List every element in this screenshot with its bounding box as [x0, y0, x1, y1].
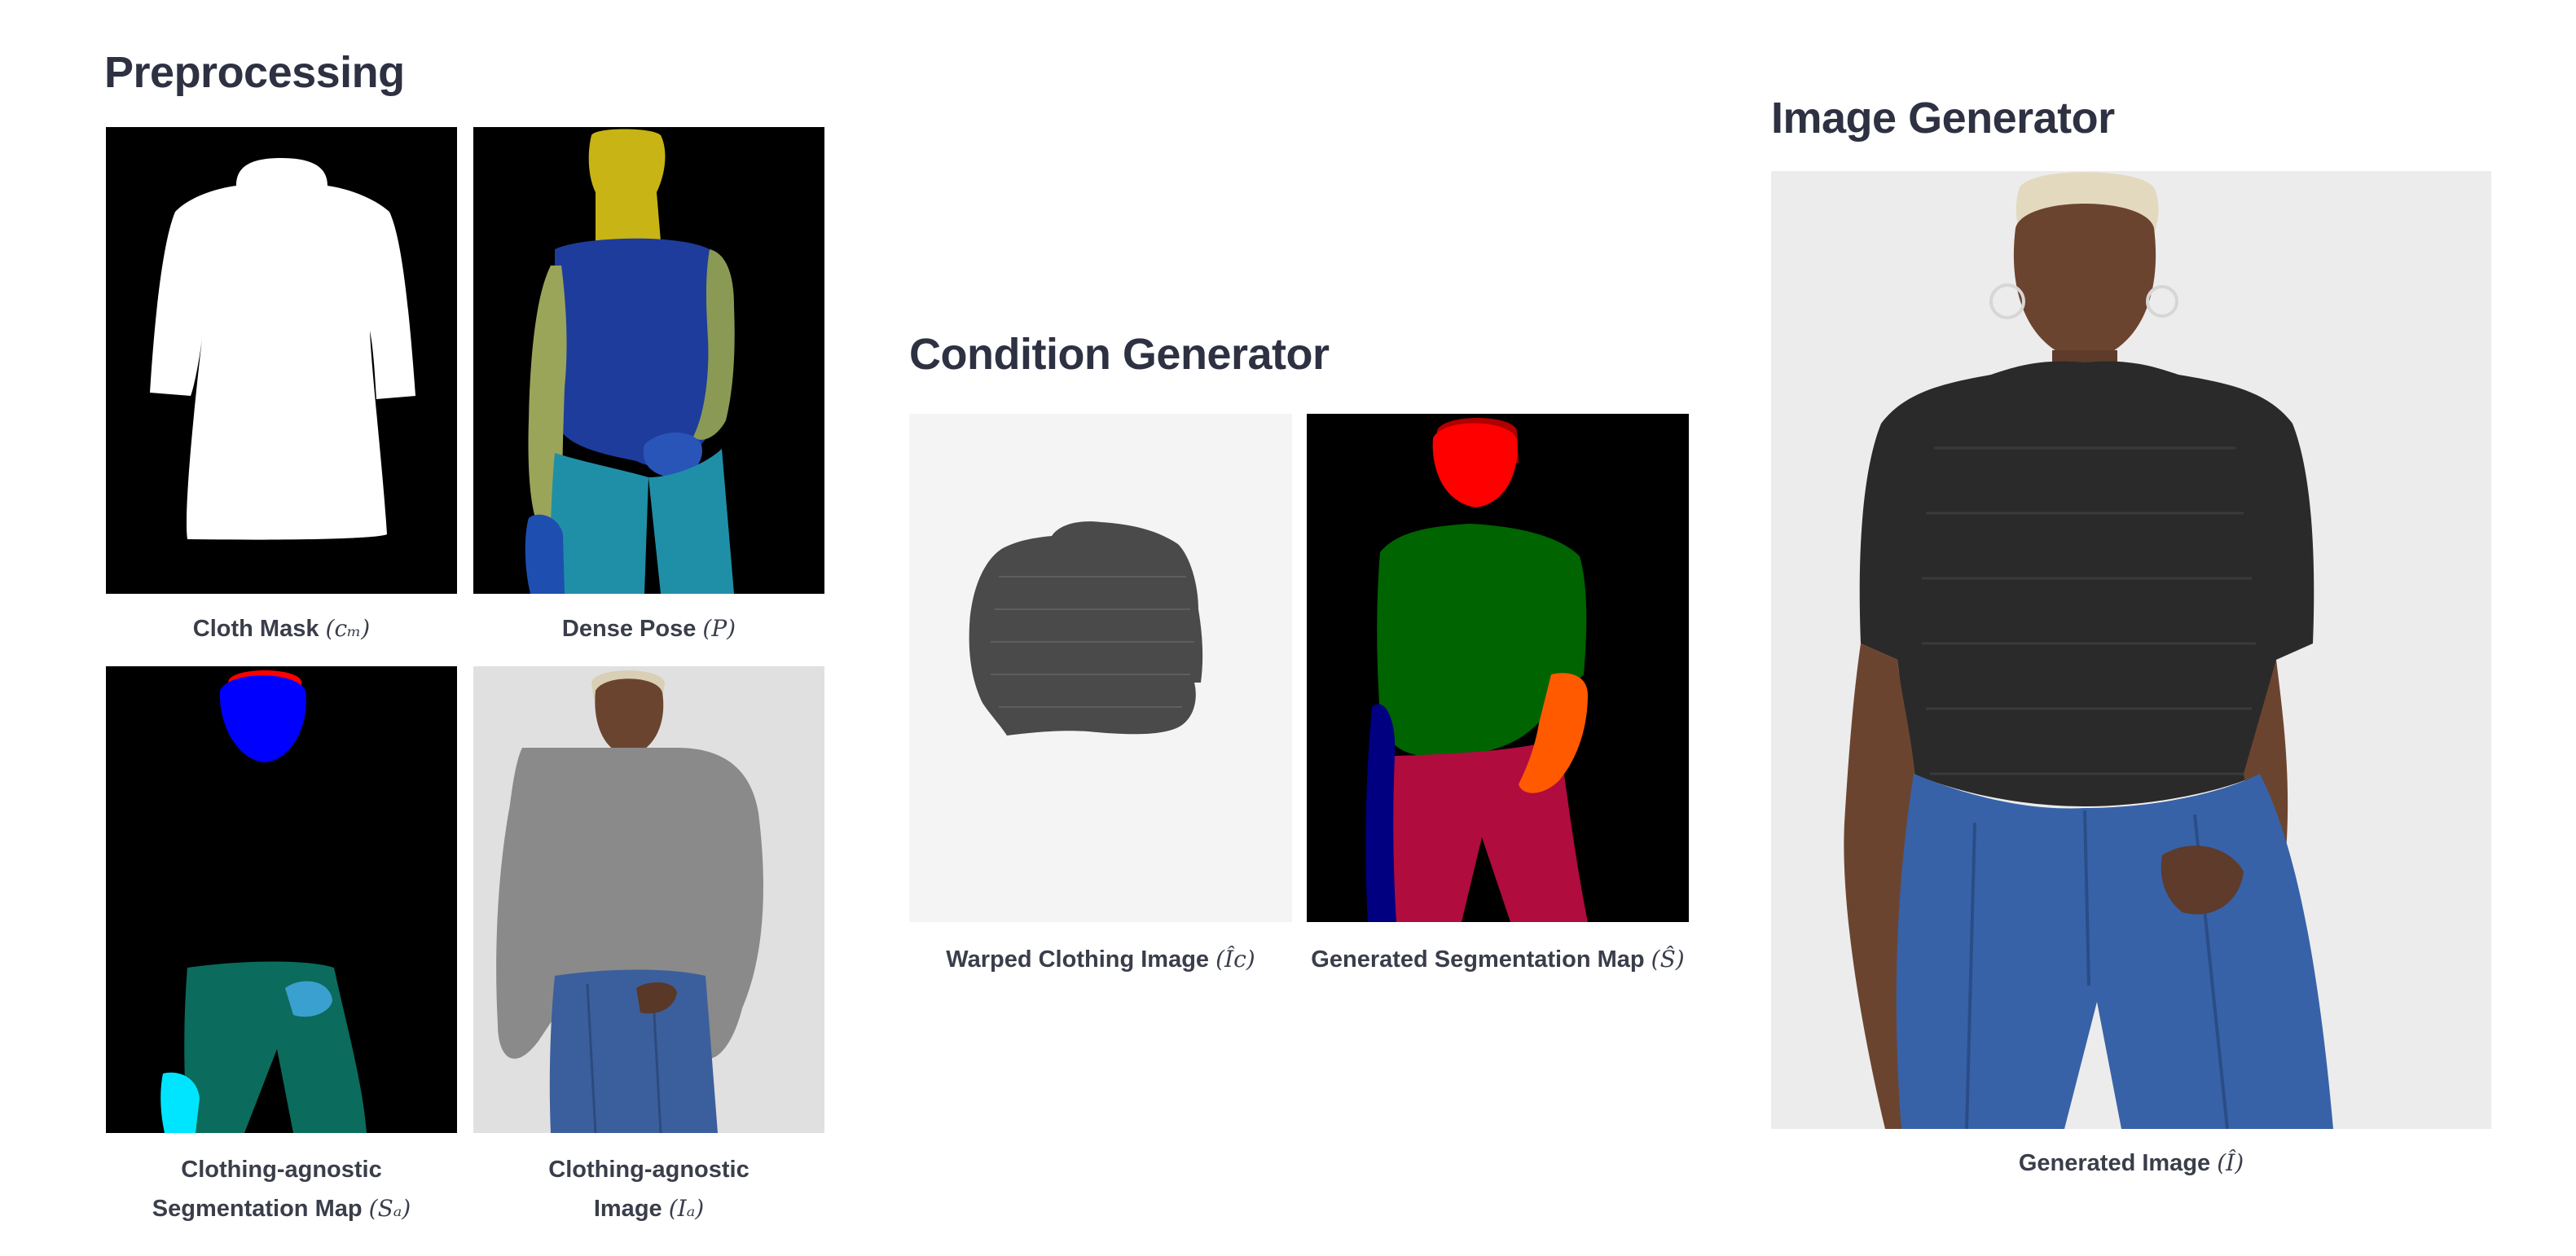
dense-pose-head [588, 129, 666, 241]
agnostic-segmentation-image [106, 666, 457, 1133]
gen-seg-torso [1377, 524, 1587, 756]
agnostic-image-hand [636, 982, 677, 1014]
generated-image-earring-left [1989, 283, 2025, 319]
agnostic-image-jeans [549, 969, 718, 1133]
dense-pose-right-arm [693, 249, 735, 440]
dense-pose-left-hand [525, 514, 565, 594]
generated-image-hand [2161, 845, 2244, 915]
agnostic-seg-left-hand [160, 1072, 200, 1133]
generated-segmentation-image [1307, 414, 1689, 922]
gen-seg-right-arm [1519, 673, 1588, 793]
agnostic-segmentation-caption: Clothing-agnostic Segmentation Map (Sₐ) [152, 1157, 411, 1222]
generated-image-sweater-texture [1922, 446, 2256, 775]
warped-clothing-image [909, 414, 1292, 922]
agnostic-seg-hand [285, 981, 332, 1017]
dense-pose-image [473, 127, 824, 594]
agnostic-image-caption: Clothing-agnostic Image (Iₐ) [548, 1157, 750, 1222]
generated-image-sweater [1859, 361, 2314, 807]
condition-generator-title: Condition Generator [909, 330, 1330, 379]
gen-seg-left-arm [1365, 704, 1398, 922]
agnostic-image [473, 666, 824, 1133]
dense-pose-torso [555, 238, 718, 467]
warped-cloth-shape [969, 521, 1203, 736]
cloth-mask-image [106, 127, 457, 594]
generated-image-jeans [1896, 774, 2333, 1129]
cloth-mask-shape [150, 158, 415, 540]
dense-pose-caption: Dense Pose (P) [561, 615, 736, 642]
gen-seg-face [1432, 423, 1518, 507]
generated-image-caption: Generated Image (Î) [2018, 1149, 2244, 1176]
generated-image [1771, 171, 2491, 1129]
agnostic-seg-face [219, 675, 306, 762]
warped-clothing-caption: Warped Clothing Image (Îc) [946, 946, 1255, 973]
cloth-mask-caption: Cloth Mask (cₘ) [192, 615, 371, 642]
generated-image-earring-right [2146, 285, 2178, 318]
generated-image-face [2013, 204, 2156, 362]
dense-pose-left-leg [547, 453, 648, 594]
generated-segmentation-caption: Generated Segmentation Map (Ŝ) [1311, 946, 1685, 973]
warped-cloth-texture [991, 576, 1194, 708]
agnostic-image-face [595, 679, 664, 756]
agnostic-seg-pants [184, 961, 367, 1133]
dense-pose-right-leg [648, 449, 734, 594]
image-generator-title: Image Generator [1771, 94, 2115, 143]
preprocessing-title: Preprocessing [104, 48, 405, 97]
dense-pose-hand [643, 433, 702, 477]
